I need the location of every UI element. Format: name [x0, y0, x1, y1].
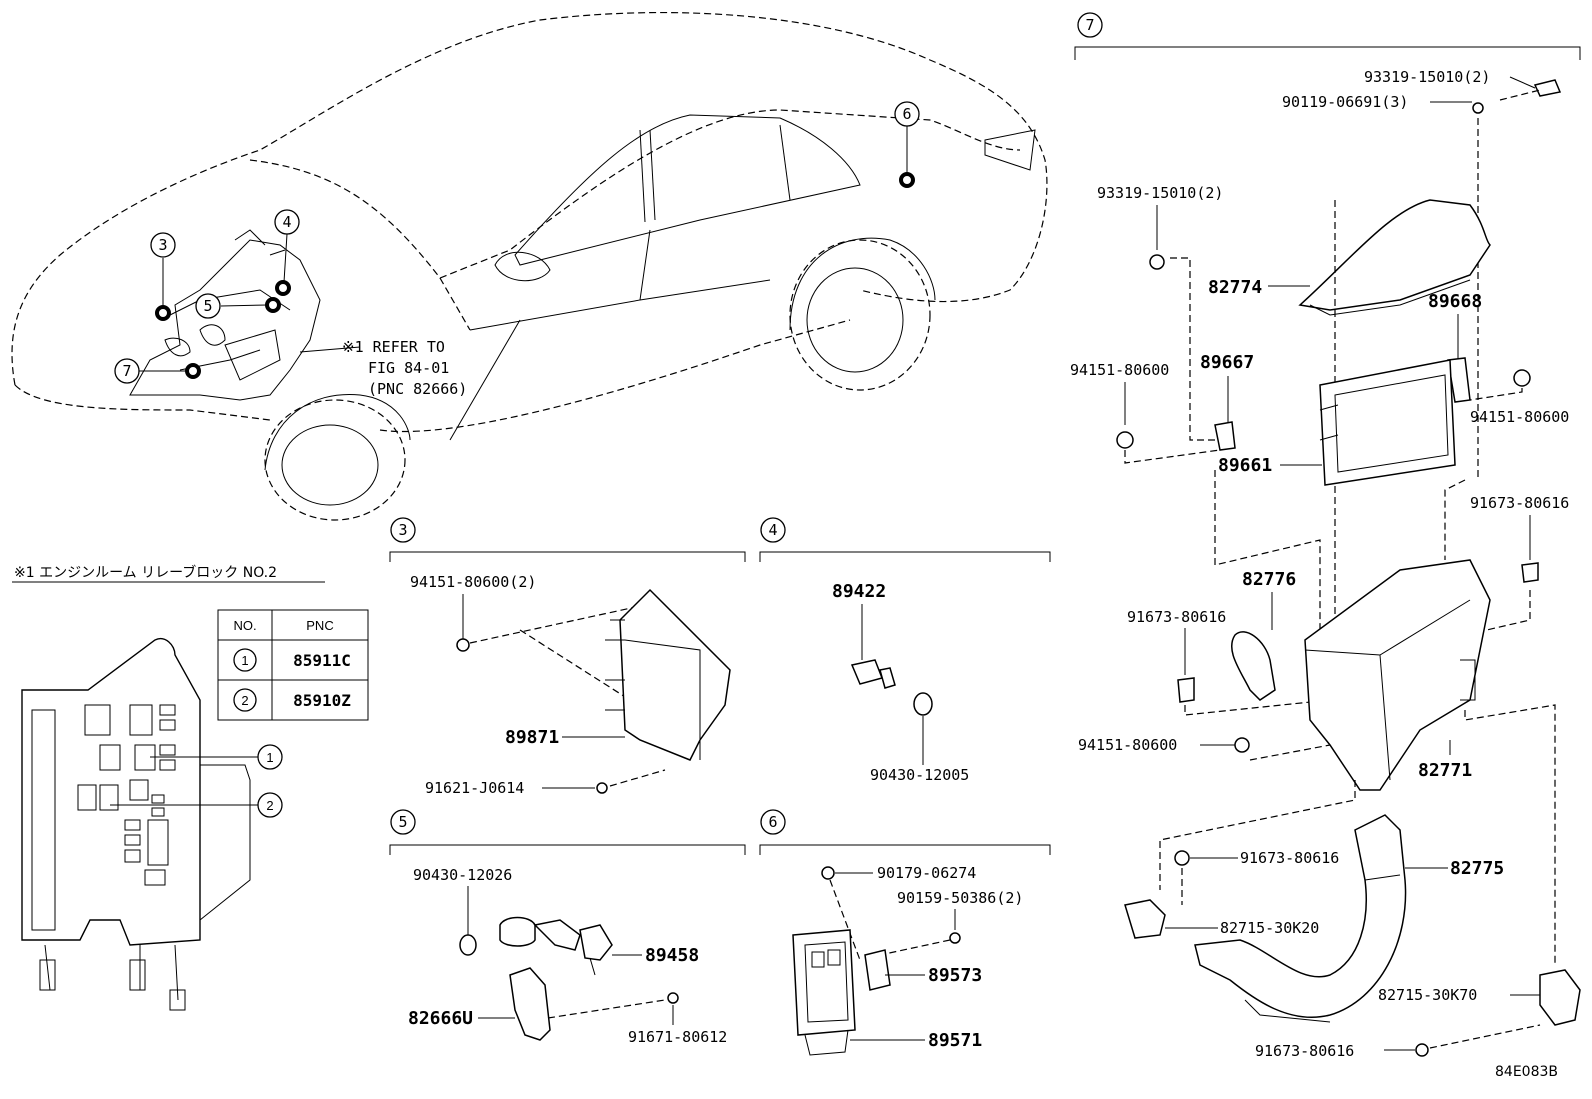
s7-label-94151-right: 94151-80600 — [1470, 408, 1569, 426]
s7-label-89667: 89667 — [1200, 352, 1254, 373]
part-90430-12026 — [459, 934, 477, 956]
svg-text:3: 3 — [158, 236, 167, 254]
table-row-2-pnc: 85910Z — [293, 691, 351, 710]
s7-label-82771: 82771 — [1418, 760, 1472, 781]
section-4-number: 4 — [768, 521, 777, 539]
part-90430-12005 — [913, 692, 933, 716]
part-89871 — [605, 588, 731, 761]
s7-label-94151-low: 94151-80600 — [1078, 736, 1177, 754]
s6-label-89573: 89573 — [928, 965, 982, 986]
s6-label-90159: 90159-50386(2) — [897, 889, 1023, 907]
section-5: 5 90430-12026 89458 82666U 91671-80612 — [389, 809, 746, 1046]
refer-note-line-2: FIG 84-01 — [368, 359, 449, 377]
s7-label-93319-mid: 93319-15010(2) — [1097, 184, 1223, 202]
s6-label-89571: 89571 — [928, 1030, 982, 1051]
part-82666U — [509, 967, 551, 1041]
part-82775 — [1194, 814, 1407, 1023]
relay-callout-1: 1 — [257, 744, 283, 770]
section-5-number: 5 — [398, 813, 407, 831]
s7-label-82775: 82775 — [1450, 858, 1504, 879]
s3-label-89871: 89871 — [505, 727, 559, 748]
s7-label-82715-30K20: 82715-30K20 — [1220, 919, 1319, 937]
s7-label-82776: 82776 — [1242, 569, 1296, 590]
s7-label-89661: 89661 — [1218, 455, 1272, 476]
s7-label-82715-30K70: 82715-30K70 — [1378, 986, 1477, 1004]
callout-6: 6 — [894, 101, 920, 127]
s7-label-91673-right: 91673-80616 — [1470, 494, 1569, 512]
s5-label-89458: 89458 — [645, 945, 699, 966]
svg-text:4: 4 — [282, 213, 291, 231]
s6-label-90179: 90179-06274 — [877, 864, 976, 882]
svg-text:6: 6 — [902, 105, 911, 123]
svg-text:1: 1 — [266, 750, 273, 765]
s5-label-82666U: 82666U — [408, 1008, 473, 1029]
s7-label-91673-bottom: 91673-80616 — [1255, 1042, 1354, 1060]
s7-label-91673-l1: 91673-80616 — [1240, 849, 1339, 867]
callout-4: 4 — [274, 209, 300, 235]
callout-5: 5 — [195, 293, 221, 319]
relay-block-title: ※1 エンジンルーム リレーブロック NO.2 — [14, 564, 277, 581]
section-3-number: 3 — [398, 521, 407, 539]
part-82774 — [1298, 199, 1491, 316]
refer-note-line-1: ※1 REFER TO — [342, 338, 445, 356]
table-header-pnc: PNC — [306, 618, 333, 633]
section-6: 6 90179-06274 90159-50386(2) 89573 89571 — [759, 809, 1051, 1056]
part-82715-30K20 — [1124, 899, 1166, 939]
s7-label-93319-top: 93319-15010(2) — [1364, 68, 1490, 86]
pnc-table: NO. PNC 1 85911C 2 85910Z — [217, 609, 369, 721]
callout-7: 7 — [114, 358, 140, 384]
relay-callout-2: 2 — [257, 792, 283, 818]
section-6-number: 6 — [768, 813, 777, 831]
part-82715-30K70 — [1539, 969, 1581, 1026]
section-7-number: 7 — [1085, 16, 1094, 34]
part-82771 — [1304, 559, 1491, 791]
diagram-code: 84E083B — [1495, 1064, 1558, 1080]
relay-block-panel: ※1 エンジンルーム リレーブロック NO.2 NO. PNC 1 85911C… — [12, 564, 369, 1011]
vehicle-illustration: 3 4 5 6 7 ※1 REFER TO FIG 84-01 (PNC 826… — [11, 11, 1048, 521]
s5-label-91671: 91671-80612 — [628, 1028, 727, 1046]
s7-label-82774: 82774 — [1208, 277, 1262, 298]
s7-label-91673-mid: 91673-80616 — [1127, 608, 1226, 626]
part-82776 — [1230, 631, 1276, 701]
part-89422 — [850, 659, 896, 689]
svg-text:2: 2 — [266, 798, 273, 813]
s4-label-90430: 90430-12005 — [870, 766, 969, 784]
section-7: 7 93319-15010(2) 90119-06691(3) 93319-15… — [1070, 12, 1581, 1060]
s4-label-89422: 89422 — [832, 581, 886, 602]
relay-box-drawing: 1 2 — [21, 638, 283, 1011]
section-4: 4 89422 90430-12005 — [759, 517, 1051, 784]
s3-label-94151: 94151-80600(2) — [410, 573, 536, 591]
callout-3: 3 — [150, 232, 176, 258]
part-89571 — [792, 929, 856, 1056]
s7-label-90119: 90119-06691(3) — [1282, 93, 1408, 111]
table-row-1-pnc: 85911C — [293, 651, 351, 670]
s7-label-89668: 89668 — [1428, 291, 1482, 312]
svg-text:7: 7 — [122, 362, 131, 380]
s5-label-90430: 90430-12026 — [413, 866, 512, 884]
refer-note-line-3: (PNC 82666) — [368, 380, 467, 398]
s3-label-91621: 91621-J0614 — [425, 779, 524, 797]
s7-label-94151-left: 94151-80600 — [1070, 361, 1169, 379]
table-header-no: NO. — [233, 618, 256, 633]
part-89661 — [1319, 359, 1456, 486]
svg-text:5: 5 — [203, 297, 212, 315]
part-89573 — [864, 949, 891, 991]
part-89458 — [499, 916, 613, 976]
table-row-1-no: 1 — [241, 653, 248, 668]
table-row-2-no: 2 — [241, 693, 248, 708]
section-3: 3 94151-80600(2) 89871 91621-J0614 — [389, 517, 746, 797]
